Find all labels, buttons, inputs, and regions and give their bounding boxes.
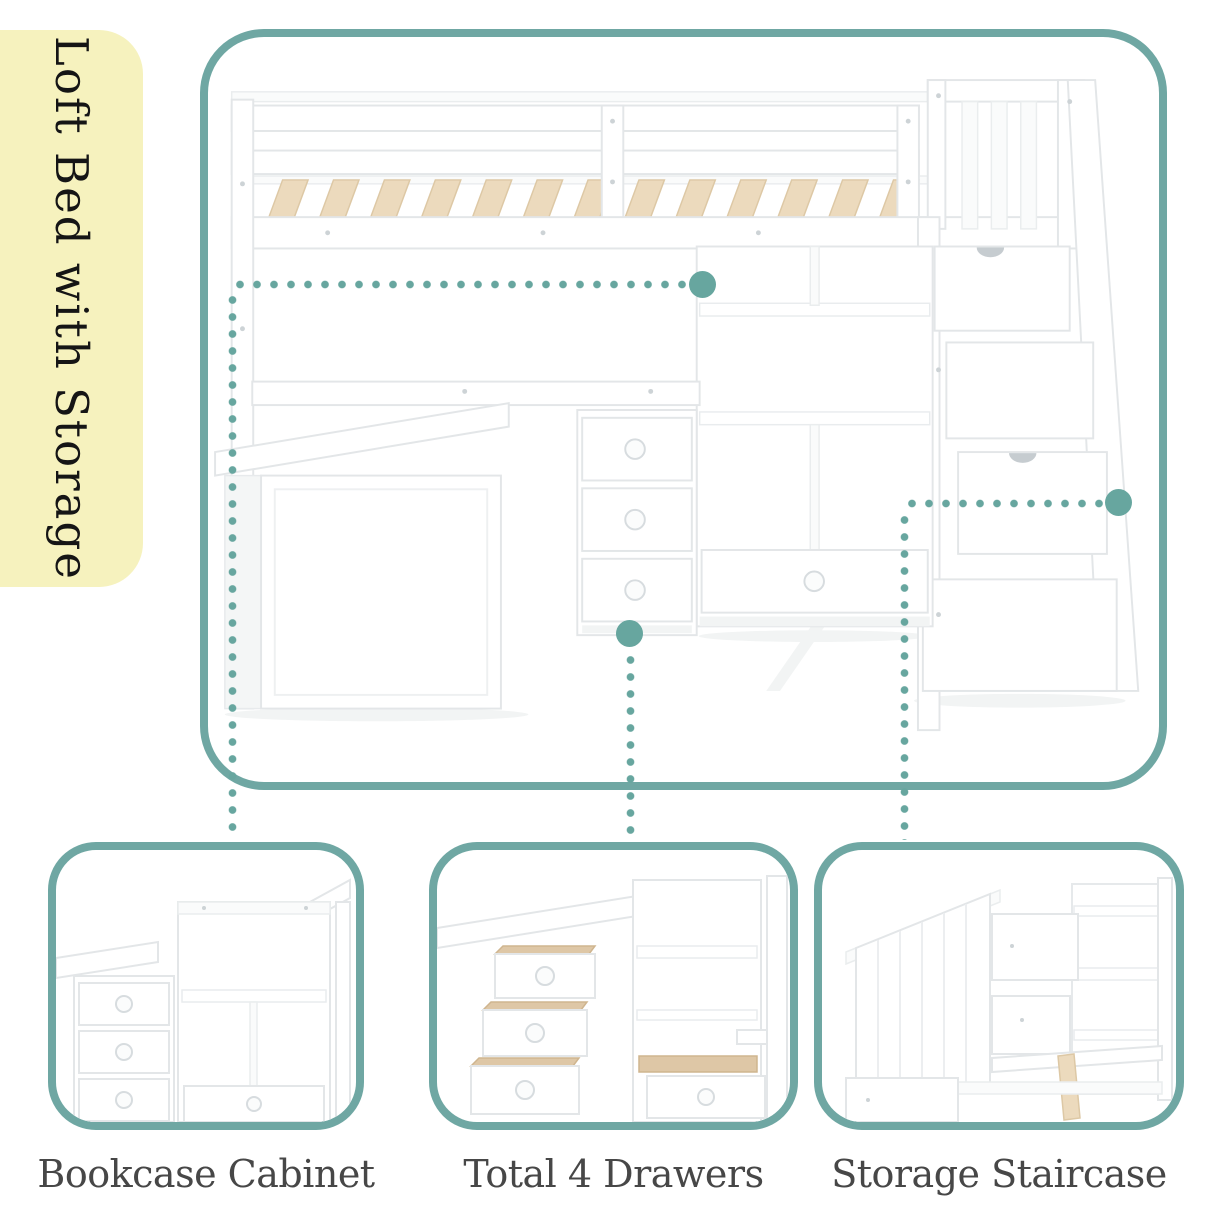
bookcase-cabinet — [695, 245, 934, 628]
callout-line-bookcase-horizontal — [232, 280, 688, 289]
main-product-image — [200, 29, 1167, 790]
banner-title: Loft Bed with Storage — [45, 36, 98, 581]
desk-with-drawers — [214, 380, 701, 710]
label-total-4-drawers: Total 4 Drawers — [463, 1152, 764, 1196]
four-drawers-illustration — [437, 875, 788, 1122]
thumbnail-storage-staircase — [814, 842, 1184, 1130]
callout-line-staircase-vertical — [900, 512, 909, 840]
label-bookcase-cabinet: Bookcase Cabinet — [37, 1152, 375, 1196]
callout-line-staircase-horizontal — [904, 499, 1104, 508]
wood-slats — [267, 179, 920, 218]
storage-staircase-illustration — [845, 877, 1173, 1122]
bookcase-cabinet-illustration — [56, 878, 351, 1122]
loft-bed-illustration — [214, 79, 1140, 732]
callout-dot-bookcase — [689, 271, 716, 298]
callout-dot-staircase — [1105, 489, 1132, 516]
callout-line-bookcase-vertical — [228, 292, 237, 840]
callout-dot-drawers — [616, 620, 643, 647]
label-storage-staircase: Storage Staircase — [831, 1152, 1167, 1196]
callout-line-drawers-vertical — [626, 652, 635, 840]
thumbnail-bookcase-cabinet — [48, 842, 364, 1130]
thumbnail-total-4-drawers — [429, 842, 798, 1130]
title-banner: Loft Bed with Storage — [0, 30, 143, 587]
